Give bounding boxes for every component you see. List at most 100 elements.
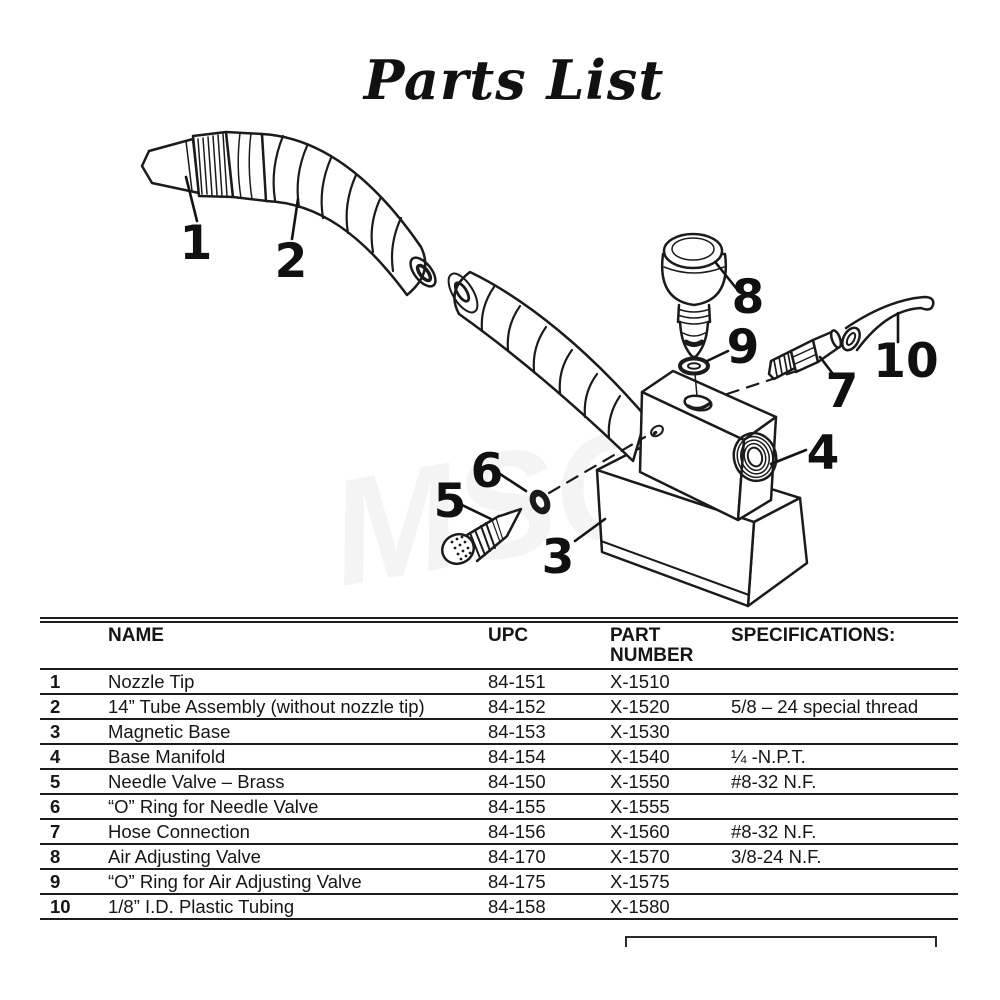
cell-part: X-1540 bbox=[610, 744, 731, 770]
leader-4 bbox=[769, 448, 808, 466]
leader-3 bbox=[573, 517, 607, 543]
cell-spec: 3/8-24 N.F. bbox=[731, 844, 958, 870]
col-header-part-number: PART NUMBER bbox=[610, 622, 731, 670]
plastic-tubing bbox=[841, 295, 935, 352]
assembly-line-hose-connection bbox=[725, 366, 808, 396]
cell-name: Air Adjusting Valve bbox=[108, 844, 488, 870]
cell-name: “O” Ring for Air Adjusting Valve bbox=[108, 869, 488, 895]
cell-part: X-1520 bbox=[610, 694, 731, 720]
cell-part: X-1555 bbox=[610, 794, 731, 820]
parts-table: NAME UPC PART NUMBER SPECIFICATIONS: 1 N… bbox=[40, 617, 958, 920]
leader-2 bbox=[290, 197, 300, 241]
threaded-port bbox=[732, 431, 778, 483]
callout-9: 9 bbox=[727, 320, 760, 375]
cell-upc: 84-175 bbox=[488, 869, 610, 895]
cell-part: X-1580 bbox=[610, 894, 731, 920]
cell-name: 1/8” I.D. Plastic Tubing bbox=[108, 894, 488, 920]
page-title: Parts List bbox=[363, 48, 665, 112]
cell-no: 9 bbox=[40, 869, 108, 895]
o-ring-needle-valve bbox=[529, 489, 551, 515]
cell-part: X-1570 bbox=[610, 844, 731, 870]
base-manifold bbox=[638, 369, 778, 522]
cell-spec: #8-32 N.F. bbox=[731, 769, 958, 795]
cell-name: Needle Valve – Brass bbox=[108, 769, 488, 795]
cell-upc: 84-150 bbox=[488, 769, 610, 795]
cell-no: 3 bbox=[40, 719, 108, 745]
cell-name: 14” Tube Assembly (without nozzle tip) bbox=[108, 694, 488, 720]
o-ring-air-adjusting-valve bbox=[678, 356, 710, 397]
col-header-no bbox=[40, 622, 108, 670]
needle-valve bbox=[441, 507, 523, 566]
leader-6 bbox=[498, 472, 528, 493]
callout-7: 7 bbox=[826, 364, 859, 419]
col-header-specifications: SPECIFICATIONS: bbox=[731, 622, 958, 670]
table-row: 6 “O” Ring for Needle Valve 84-155 X-155… bbox=[40, 794, 958, 820]
cell-no: 2 bbox=[40, 694, 108, 720]
cell-part: X-1510 bbox=[610, 669, 731, 695]
cell-spec: ¼ -N.P.T. bbox=[731, 744, 958, 770]
nozzle-tip bbox=[140, 130, 269, 203]
cell-no: 4 bbox=[40, 744, 108, 770]
leader-1 bbox=[184, 175, 199, 223]
cell-no: 7 bbox=[40, 819, 108, 845]
cell-no: 10 bbox=[40, 894, 108, 920]
table-row: 9 “O” Ring for Air Adjusting Valve 84-17… bbox=[40, 869, 958, 895]
cell-spec bbox=[731, 869, 958, 895]
cell-upc: 84-154 bbox=[488, 744, 610, 770]
cell-spec bbox=[731, 719, 958, 745]
callout-6: 6 bbox=[471, 444, 504, 499]
partial-box-outline bbox=[625, 936, 937, 947]
cell-upc: 84-153 bbox=[488, 719, 610, 745]
cell-spec: #8-32 N.F. bbox=[731, 819, 958, 845]
cell-no: 6 bbox=[40, 794, 108, 820]
callout-5: 5 bbox=[434, 474, 467, 529]
table-row: 8 Air Adjusting Valve 84-170 X-1570 3/8-… bbox=[40, 844, 958, 870]
cell-no: 1 bbox=[40, 669, 108, 695]
table-row: 3 Magnetic Base 84-153 X-1530 bbox=[40, 719, 958, 745]
callout-8: 8 bbox=[732, 270, 765, 325]
table-row: 7 Hose Connection 84-156 X-1560 #8-32 N.… bbox=[40, 819, 958, 845]
cell-upc: 84-151 bbox=[488, 669, 610, 695]
assembly-line-needle-valve bbox=[547, 435, 647, 495]
tube-assembly-lower bbox=[447, 270, 648, 463]
cell-part: X-1560 bbox=[610, 819, 731, 845]
leader-8 bbox=[714, 261, 738, 290]
cell-upc: 84-155 bbox=[488, 794, 610, 820]
cell-name: Magnetic Base bbox=[108, 719, 488, 745]
cell-upc: 84-152 bbox=[488, 694, 610, 720]
leader-7 bbox=[818, 355, 835, 376]
tube-assembly-upper bbox=[260, 132, 437, 297]
cell-no: 8 bbox=[40, 844, 108, 870]
cell-no: 5 bbox=[40, 769, 108, 795]
cell-upc: 84-158 bbox=[488, 894, 610, 920]
cell-spec bbox=[731, 894, 958, 920]
cell-upc: 84-156 bbox=[488, 819, 610, 845]
table-row: 5 Needle Valve – Brass 84-150 X-1550 #8-… bbox=[40, 769, 958, 795]
table-top-rule bbox=[40, 617, 958, 619]
cell-name: Nozzle Tip bbox=[108, 669, 488, 695]
table-row: 1 Nozzle Tip 84-151 X-1510 bbox=[40, 669, 958, 695]
callout-3: 3 bbox=[542, 530, 575, 585]
air-adjusting-valve bbox=[660, 232, 728, 359]
cell-part: X-1575 bbox=[610, 869, 731, 895]
table-header-row: NAME UPC PART NUMBER SPECIFICATIONS: bbox=[40, 622, 958, 670]
table-row: 2 14” Tube Assembly (without nozzle tip)… bbox=[40, 694, 958, 720]
leader-9 bbox=[705, 349, 730, 363]
cell-name: Base Manifold bbox=[108, 744, 488, 770]
cell-spec bbox=[731, 794, 958, 820]
col-header-name: NAME bbox=[108, 622, 488, 670]
table-row: 4 Base Manifold 84-154 X-1540 ¼ -N.P.T. bbox=[40, 744, 958, 770]
cell-part: X-1550 bbox=[610, 769, 731, 795]
cell-spec bbox=[731, 669, 958, 695]
cell-name: “O” Ring for Needle Valve bbox=[108, 794, 488, 820]
cell-part: X-1530 bbox=[610, 719, 731, 745]
table-row: 10 1/8” I.D. Plastic Tubing 84-158 X-158… bbox=[40, 894, 958, 920]
cell-upc: 84-170 bbox=[488, 844, 610, 870]
callout-10: 10 bbox=[873, 334, 938, 389]
callout-2: 2 bbox=[275, 234, 308, 289]
cell-name: Hose Connection bbox=[108, 819, 488, 845]
callout-1: 1 bbox=[180, 216, 213, 271]
cell-spec: 5/8 – 24 special thread bbox=[731, 694, 958, 720]
